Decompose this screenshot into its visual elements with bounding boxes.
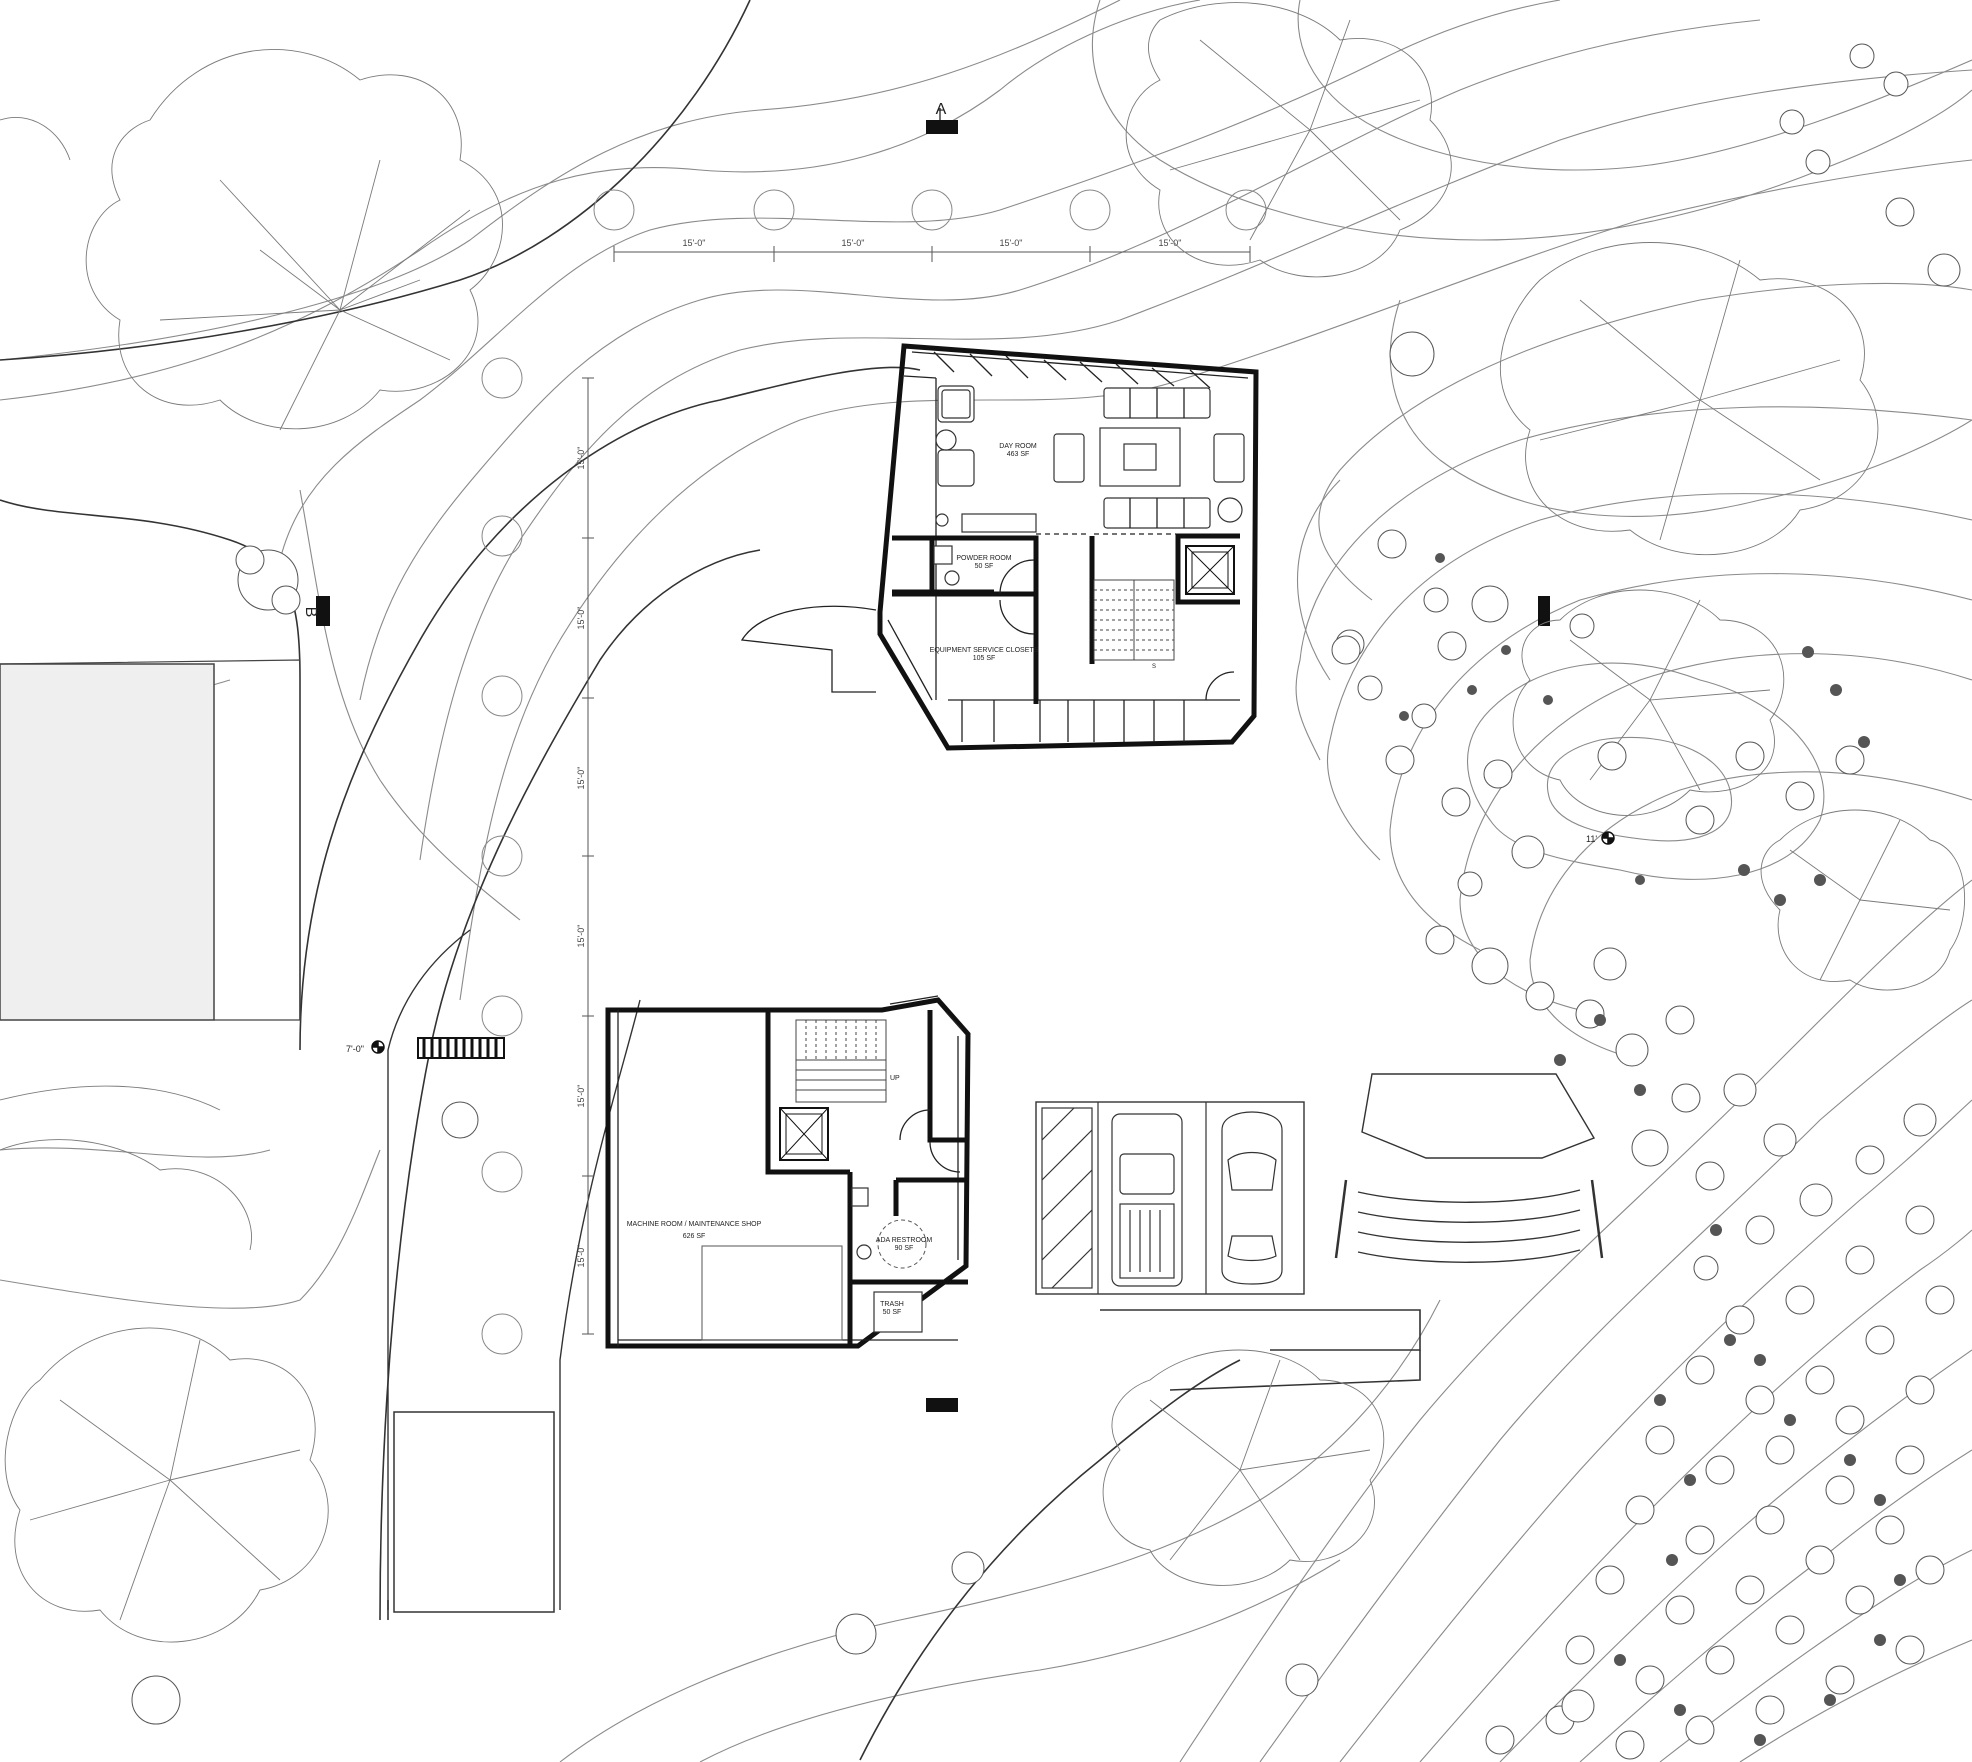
console xyxy=(961,513,1037,533)
turning-radius xyxy=(877,1219,927,1269)
room-area: 626 SF xyxy=(683,1233,706,1240)
existing-building xyxy=(0,663,215,1021)
room-name: MACHINE ROOM / MAINTENANCE SHOP xyxy=(627,1221,762,1228)
dim-label: 15'-0" xyxy=(576,1245,586,1268)
dim-label: 15'-0" xyxy=(1000,238,1023,248)
pickup-truck xyxy=(1111,1113,1183,1287)
elevation-label: 7'-0" xyxy=(346,1044,364,1054)
section-label-a: A xyxy=(936,101,947,118)
room-area: 90 SF xyxy=(895,1245,914,1252)
dimension-horizontal: 15'-0" 15'-0" 15'-0" 15'-0" xyxy=(613,238,1251,262)
dim-label: 15'-0" xyxy=(576,607,586,630)
room-area: 463 SF xyxy=(1007,451,1030,458)
section-marker-b: B xyxy=(302,596,330,626)
shrubs xyxy=(131,43,1961,1760)
spot-elevation-west: 7'-0" xyxy=(346,1040,385,1054)
room-area: 50 SF xyxy=(883,1309,902,1316)
toilet xyxy=(944,570,960,586)
footbridge xyxy=(417,1037,505,1059)
dim-label: 15'-0" xyxy=(1159,238,1182,248)
existing-structures xyxy=(0,659,641,1613)
section-marker-east xyxy=(1538,596,1550,626)
armchair xyxy=(1053,433,1085,483)
section-label-b: B xyxy=(302,607,319,618)
stair-label: UP xyxy=(890,1075,900,1082)
dim-label: 15'-0" xyxy=(576,767,586,790)
dim-label: 15'-0" xyxy=(576,1085,586,1108)
access-drive xyxy=(0,0,1421,1761)
dimension-vertical: 15'-0" 15'-0" 15'-0" 15'-0" 15'-0" 15'-0… xyxy=(576,377,594,1335)
parking-pad xyxy=(393,1411,555,1613)
side-table xyxy=(1217,497,1243,523)
room-area: 50 SF xyxy=(975,563,994,570)
upper-building: S DAY ROOM 463 SF POWDER ROOM 50 SF EQUI… xyxy=(740,343,1259,751)
lower-building: UP MACHINE ROOM / MAINTENANCE SHOP 626 S… xyxy=(605,995,971,1349)
sink xyxy=(851,1187,869,1207)
tree-canopies xyxy=(0,2,1965,1643)
toilet xyxy=(856,1244,872,1260)
stair-label: S xyxy=(1152,664,1156,670)
elevation-label: 11' xyxy=(1586,834,1597,844)
dim-label: 15'-0" xyxy=(576,447,586,470)
room-area: 105 SF xyxy=(973,655,996,662)
grid-circles xyxy=(481,189,1267,1355)
room-name: DAY ROOM xyxy=(999,443,1037,450)
room-name: ADA RESTROOM xyxy=(876,1237,933,1244)
accessible-aisle xyxy=(1041,1107,1093,1289)
dim-label: 15'-0" xyxy=(683,238,706,248)
sedan-car xyxy=(1221,1111,1283,1285)
armchair xyxy=(937,449,975,487)
sink xyxy=(933,545,953,565)
armchair xyxy=(1213,433,1245,483)
dim-label: 15'-0" xyxy=(842,238,865,248)
dim-label: 15'-0" xyxy=(576,925,586,948)
section-marker-a: A xyxy=(926,101,958,134)
site-steps xyxy=(1334,1073,1604,1263)
trash-bin xyxy=(873,1291,923,1333)
room-name: POWDER ROOM xyxy=(956,555,1011,562)
room-name: TRASH xyxy=(880,1301,904,1308)
spot-elevation-east: 11' xyxy=(1586,831,1615,845)
room-name: EQUIPMENT SERVICE CLOSETS xyxy=(930,647,1039,654)
section-marker-south xyxy=(926,1398,958,1412)
parking-area xyxy=(1035,1101,1305,1295)
